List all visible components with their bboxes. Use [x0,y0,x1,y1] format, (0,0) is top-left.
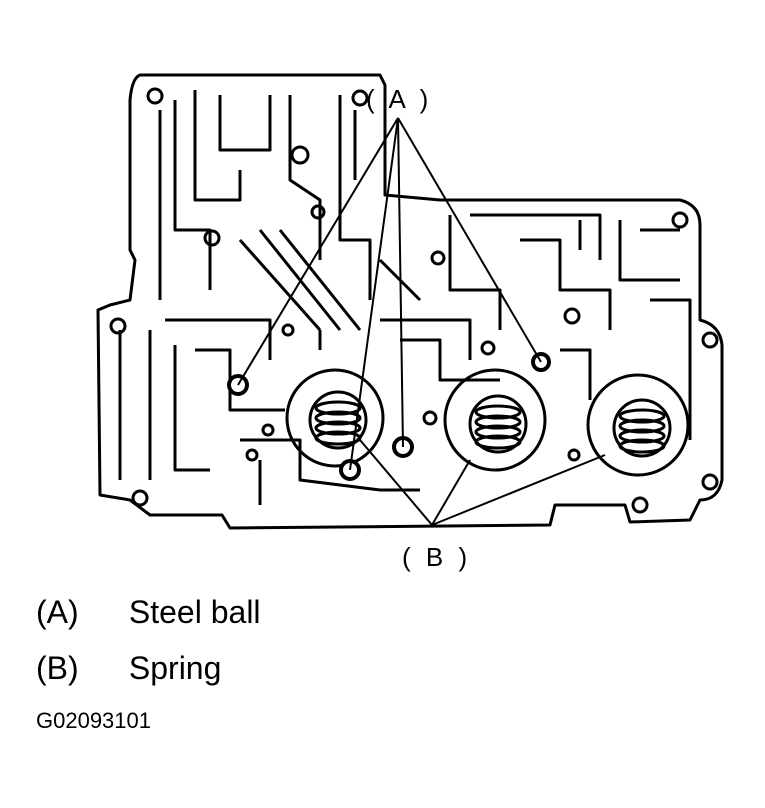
bolt-hole [480,340,496,356]
valve-body-illustration [96,73,724,530]
legend-row-a: (A) Steel ball [36,594,261,631]
spring-left [285,368,385,468]
bolt-hole [701,331,719,349]
legend-row-b: (B) Spring [36,650,221,687]
legend-key: (A) [36,594,79,630]
bolt-hole [281,323,295,337]
bolt-hole [430,250,446,266]
bolt-hole [701,473,719,491]
callout-a-label: ( A ) [366,84,433,114]
bolt-hole [290,145,310,165]
springs [285,368,690,477]
legend-text: Spring [128,650,222,686]
bolt-hole [146,87,164,105]
bolt-hole [245,448,259,462]
bolt-hole [671,211,689,229]
valve-body-outline [96,73,724,530]
bolt-hole [422,410,438,426]
figure-code: G02093101 [36,708,151,733]
bolt-hole [310,204,326,220]
spring-right [586,373,690,477]
bolt-hole [203,229,221,247]
bolt-hole [351,89,369,107]
leader-lines [237,117,606,526]
bolt-hole [131,489,149,507]
spring-center [443,368,547,472]
bolt-hole [567,448,581,462]
bolt-hole [563,307,581,325]
bolt-hole [109,317,127,335]
bolt-hole [631,496,649,514]
steel-balls [227,352,551,481]
legend-key: (B) [36,650,79,686]
legend-text: Steel ball [128,594,261,630]
bolt-hole [261,423,275,437]
callout-b-label: ( B ) [402,542,472,572]
